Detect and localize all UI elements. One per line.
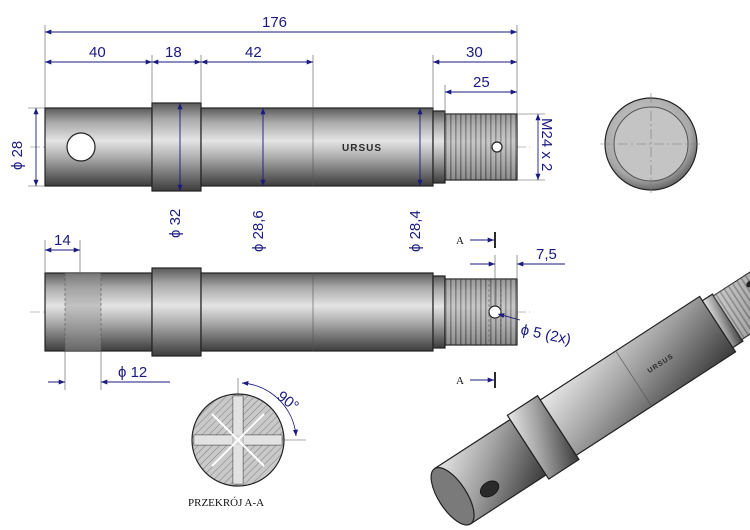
iso-pin-hole (479, 480, 500, 498)
top-pin-section (44, 107, 153, 187)
section-mark-top: A (456, 235, 464, 247)
dim-30: 30 (466, 44, 483, 61)
mid-cotter-hole (488, 305, 502, 319)
dim-angle: 90° (274, 388, 302, 415)
top-main-shaft (200, 107, 434, 187)
section-mark-bottom: A (456, 375, 464, 387)
top-shaft-view: URSUS (30, 102, 530, 192)
top-pin-hole (66, 132, 96, 162)
section-a-a: 90° PRZEKRÓJ A-A (188, 378, 306, 509)
dim-176: 176 (262, 14, 287, 31)
mid-pin-section (44, 272, 153, 352)
dim-25: 25 (473, 74, 490, 91)
dim-d5: ϕ 5 (2x) (519, 321, 572, 348)
mid-main-shaft (200, 272, 434, 352)
dim-d286: ϕ 28,6 (250, 210, 267, 252)
dim-m24: M24 x 2 (538, 118, 555, 171)
dim-40: 40 (89, 44, 106, 61)
dim-d284: ϕ 28,4 (407, 210, 424, 252)
mid-neck (432, 275, 446, 349)
iso-main-shaft (539, 295, 737, 457)
dim-14: 14 (54, 232, 71, 249)
dim-d12: ϕ 12 (118, 364, 147, 381)
dim-angle-arc (241, 380, 298, 437)
isometric-view: URSUS (430, 264, 750, 526)
leader-d5 (497, 313, 521, 321)
end-view (600, 93, 702, 195)
section-title: PRZEKRÓJ A-A (188, 497, 264, 509)
iso-end-face (430, 466, 475, 526)
brand-logo: URSUS (342, 143, 382, 154)
top-dimensions: 176 40 18 42 30 25 ϕ 28 ϕ 32 ϕ 28,6 ϕ 28… (9, 14, 555, 252)
dim-d28: ϕ 28 (9, 141, 26, 170)
middle-dimensions: 14 ϕ 12 7,5 ϕ 5 (2x) A A (44, 232, 573, 390)
dim-d32: ϕ 32 (167, 209, 184, 238)
dim-42: 42 (245, 44, 262, 61)
middle-shaft-view (30, 267, 530, 357)
top-neck (432, 110, 446, 184)
dim-18: 18 (165, 44, 182, 61)
dim-7-5: 7,5 (536, 246, 557, 263)
mid-collar (151, 267, 202, 357)
mid-groove (65, 273, 101, 351)
top-cotter-hole (491, 141, 503, 153)
top-collar (151, 102, 202, 192)
